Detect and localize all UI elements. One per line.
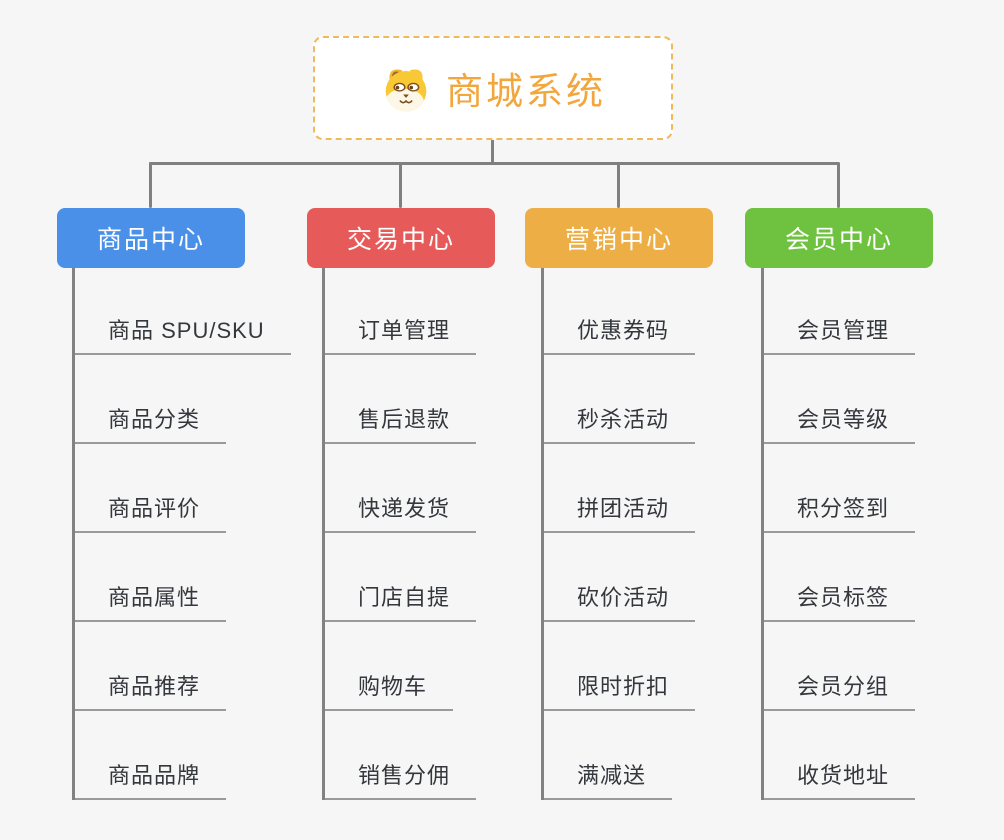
child-topic[interactable]: 商品 SPU/SKU [75,268,291,355]
child-topic[interactable]: 会员管理 [764,268,916,355]
branch-node-trade-center[interactable]: 交易中心 [307,208,495,268]
child-topic[interactable]: 收货地址 [764,711,916,800]
connector-drop-product [149,162,152,208]
branch-node-marketing-center[interactable]: 营销中心 [525,208,713,268]
child-topic[interactable]: 会员等级 [764,355,916,444]
child-topic[interactable]: 秒杀活动 [544,355,696,444]
child-topic[interactable]: 商品评价 [75,444,227,533]
child-topic[interactable]: 商品推荐 [75,622,227,711]
children-product-center: 商品 SPU/SKU 商品分类 商品评价 商品属性 商品推荐 商品品牌 [72,268,291,800]
connector-horizontal-bar [149,162,839,165]
root-node[interactable]: 商城系统 [313,36,673,140]
branch-node-product-center[interactable]: 商品中心 [57,208,245,268]
child-topic[interactable]: 会员分组 [764,622,916,711]
child-topic[interactable]: 销售分佣 [325,711,477,800]
child-topic[interactable]: 售后退款 [325,355,477,444]
connector-root-stem [491,139,494,165]
child-topic[interactable]: 商品属性 [75,533,227,622]
connector-drop-marketing [617,162,620,208]
connector-drop-member [837,162,840,208]
child-topic[interactable]: 砍价活动 [544,533,696,622]
branch-node-member-center[interactable]: 会员中心 [745,208,933,268]
children-trade-center: 订单管理 售后退款 快递发货 门店自提 购物车 销售分佣 [322,268,477,800]
child-topic[interactable]: 满减送 [544,711,673,800]
connector-drop-trade [399,162,402,208]
child-topic[interactable]: 订单管理 [325,268,477,355]
child-topic[interactable]: 购物车 [325,622,454,711]
child-topic[interactable]: 商品分类 [75,355,227,444]
children-member-center: 会员管理 会员等级 积分签到 会员标签 会员分组 收货地址 [761,268,916,800]
child-topic[interactable]: 会员标签 [764,533,916,622]
root-title: 商城系统 [446,71,606,112]
child-topic[interactable]: 拼团活动 [544,444,696,533]
child-topic[interactable]: 优惠券码 [544,268,696,355]
child-topic[interactable]: 快递发货 [325,444,477,533]
child-topic[interactable]: 商品品牌 [75,711,227,800]
children-marketing-center: 优惠券码 秒杀活动 拼团活动 砍价活动 限时折扣 满减送 [541,268,696,800]
child-topic[interactable]: 积分签到 [764,444,916,533]
child-topic[interactable]: 限时折扣 [544,622,696,711]
child-topic[interactable]: 门店自提 [325,533,477,622]
dog-face-icon [385,69,427,112]
